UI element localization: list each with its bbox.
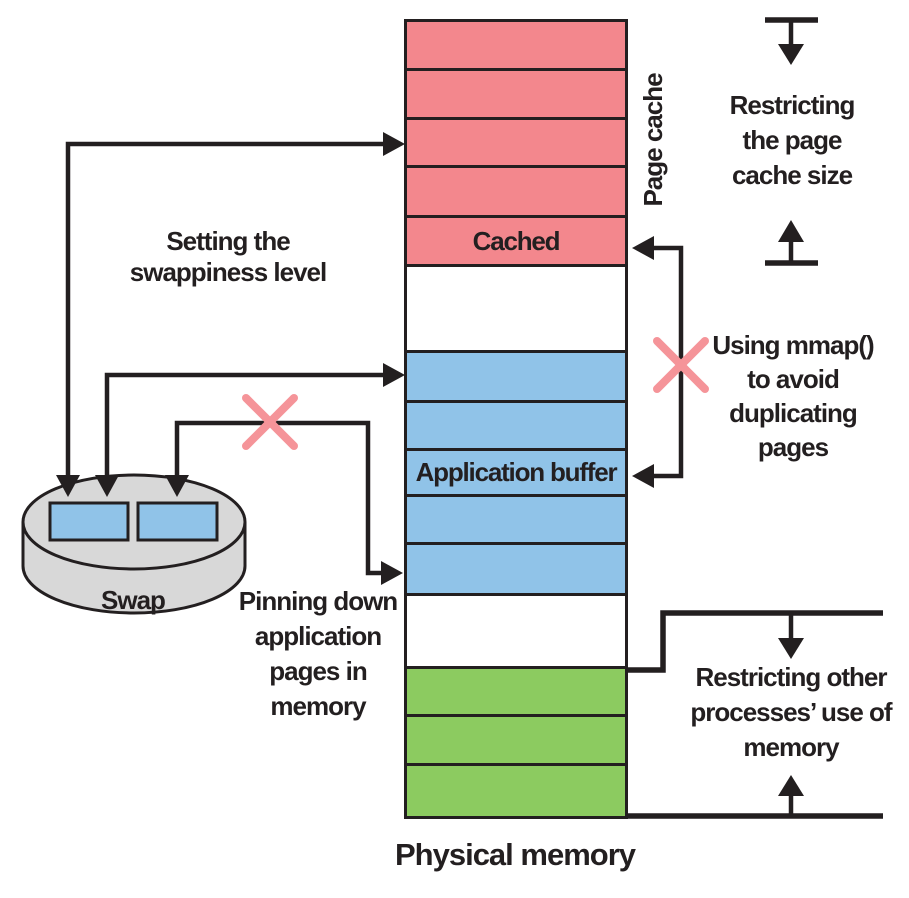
pinning-line (174, 420, 386, 576)
up-arrow-icon (778, 220, 804, 242)
text-line: memory (743, 732, 839, 762)
text-line: processes’ use of (690, 697, 892, 727)
text-line: cache size (731, 160, 853, 190)
arrowhead-into-page-cache (383, 132, 405, 156)
restrict-other-symbols (628, 610, 883, 819)
memory-cell-app-buffer (407, 403, 625, 451)
page-cache-side-label: Page cache (638, 73, 668, 207)
swappiness-label: Setting the swappiness level (78, 226, 378, 288)
memory-cell-page-cache: Cached (407, 218, 625, 267)
pinning-cross-icon (242, 394, 298, 450)
text-line: to avoid (747, 364, 840, 394)
mmap-label: Using mmap() to avoid duplicating pages (693, 328, 893, 464)
text-line: swappiness level (129, 257, 327, 287)
down-arrow-icon (778, 638, 804, 659)
arrowhead-into-cached (632, 236, 654, 260)
memory-cell-page-cache (407, 120, 625, 168)
memory-cell-app-buffer (407, 545, 625, 596)
text-line: pages in (269, 656, 367, 686)
memory-cell-page-cache (407, 168, 625, 218)
swap-cylinder-top (21, 473, 247, 571)
memory-cell-page-cache (407, 22, 625, 71)
swappiness-connector-line (65, 141, 396, 480)
arrowhead-into-application-buffer (632, 464, 654, 488)
down-arrow-icon (778, 44, 804, 65)
text-line: pages (757, 432, 829, 462)
text-line: duplicating (729, 398, 858, 428)
restrict-other-top-line (628, 610, 883, 673)
swap-label: Swap (101, 585, 166, 615)
text-line: the page (742, 125, 843, 155)
text-line: application (254, 621, 382, 651)
restrict-page-cache-label: Restricting the page cache size (692, 88, 892, 193)
arrowhead-into-swap-1 (56, 475, 80, 497)
text-line: memory (270, 691, 366, 721)
pinning-label: Pinning down application pages in memory (233, 584, 403, 724)
memory-cell-app-buffer: Application buffer (407, 451, 625, 497)
restrict-page-cache-symbols (765, 17, 818, 266)
memory-cell-free (407, 596, 625, 669)
text-line: Setting the (166, 226, 290, 256)
restrict-other-label: Restricting other processes’ use of memo… (680, 660, 902, 765)
memory-cell-other (407, 669, 625, 717)
pinning-connector (165, 394, 403, 585)
text-line: Restricting other (695, 662, 887, 692)
physical-memory-caption: Physical memory (394, 837, 636, 872)
arrowhead-into-swap-3 (165, 475, 189, 497)
arrowhead-into-swap-2 (95, 475, 119, 497)
memory-cell-app-buffer (407, 353, 625, 403)
arrowhead-into-app-buffer-bottom (381, 561, 403, 585)
memory-cell-other (407, 717, 625, 766)
memory-cell-other (407, 766, 625, 816)
text-line: Using mmap() (712, 330, 874, 360)
mmap-connector (632, 236, 709, 488)
swap-cylinder (21, 473, 247, 615)
swap-page-1 (48, 501, 130, 542)
memory-cell-free (407, 267, 625, 353)
app-buffer-swap-connector (95, 363, 405, 497)
app-buffer-swap-line (104, 372, 396, 480)
memory-cell-page-cache (407, 71, 625, 120)
text-line: Pinning down (238, 586, 398, 616)
arrowhead-into-app-buffer (383, 363, 405, 387)
swappiness-connector (56, 132, 405, 497)
swap-page-2 (136, 501, 219, 542)
memory-cell-app-buffer (407, 497, 625, 545)
up-arrow-icon (778, 775, 804, 796)
text-line: Restricting (729, 90, 856, 120)
mmap-cross-icon (653, 337, 709, 393)
